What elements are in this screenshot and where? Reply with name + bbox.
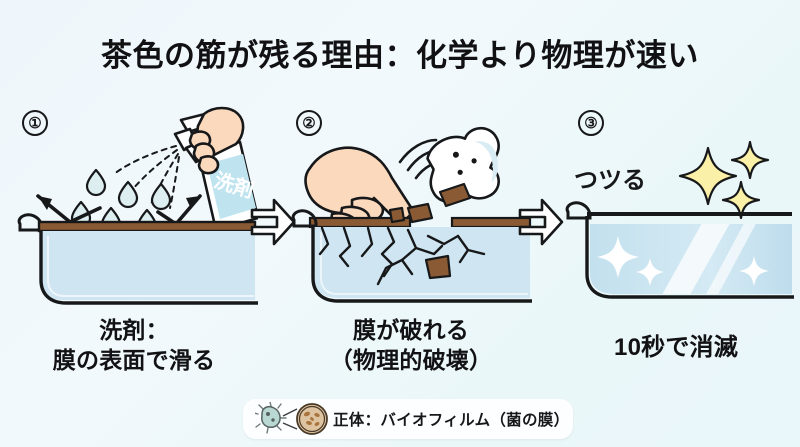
biofilm-icons-group bbox=[255, 402, 331, 436]
finger-and-sponge-breaking-film-illustration bbox=[282, 104, 532, 320]
step-1-caption-line1: 洗剤： bbox=[99, 317, 169, 343]
biofilm-footnote-pill: 正体：バイオフィルム（菌の膜） bbox=[243, 399, 573, 439]
step-1-caption: 洗剤： 膜の表面で滑る bbox=[0, 316, 268, 376]
step-1-caption-line2: 膜の表面で滑る bbox=[52, 346, 216, 373]
clean-shiny-tub-illustration: つツる bbox=[556, 104, 796, 320]
spray-bottle-over-tub-illustration: 洗剤 bbox=[8, 104, 258, 320]
step-panel-1: ① bbox=[8, 104, 258, 320]
step-2-caption-line1: 膜が破れる bbox=[353, 317, 469, 343]
step-number-2-badge: ② bbox=[296, 110, 322, 136]
step-number-1-badge: ① bbox=[22, 110, 48, 136]
onomatopoeia-text: つツる bbox=[574, 167, 646, 194]
step-3-caption-line1: 10秒で消滅 bbox=[614, 334, 738, 361]
step-panel-2: ② bbox=[282, 104, 532, 320]
step-2-caption-line2: （物理的破壊） bbox=[329, 346, 493, 373]
step-2-caption: 膜が破れる （物理的破壊） bbox=[278, 316, 544, 376]
arrow-step2-to-step3 bbox=[518, 196, 564, 252]
arrow-step1-to-step2 bbox=[250, 196, 296, 252]
step-number-3-badge: ③ bbox=[578, 110, 604, 136]
step-3-caption: 10秒で消滅 bbox=[552, 332, 800, 363]
page-title: 茶色の筋が残る理由：化学より物理が速い bbox=[101, 38, 699, 73]
step-panel-3: ③ つツる bbox=[556, 104, 796, 320]
biofilm-footnote-text: 正体：バイオフィルム（菌の膜） bbox=[333, 412, 570, 429]
